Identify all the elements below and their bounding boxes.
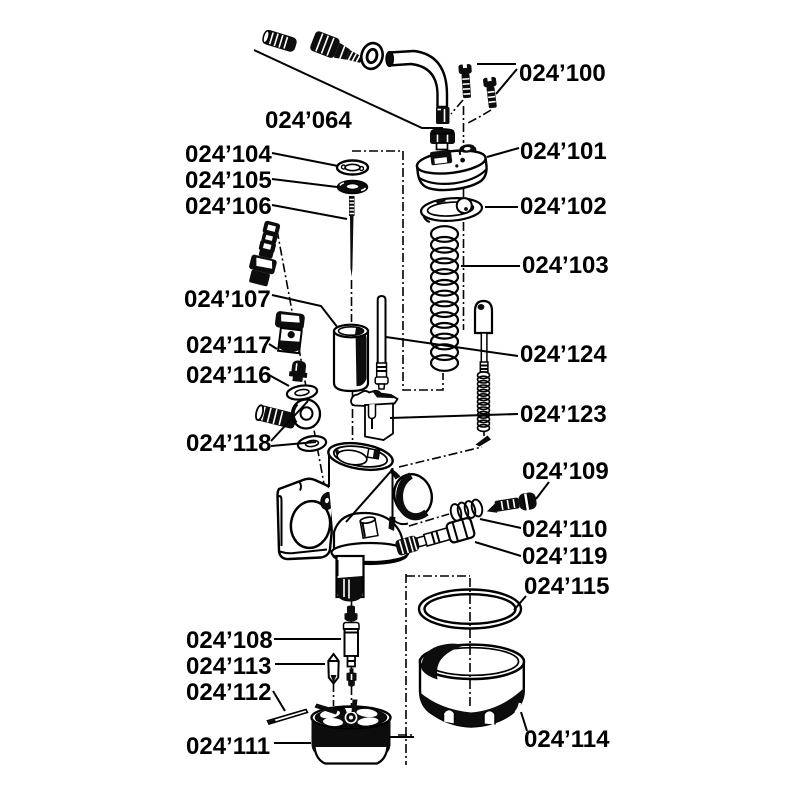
svg-text:024’109: 024’109 (522, 458, 609, 485)
svg-text:024’119: 024’119 (522, 543, 607, 570)
svg-text:024’123: 024’123 (520, 401, 607, 428)
svg-text:024’118: 024’118 (186, 430, 271, 457)
svg-text:024’108: 024’108 (186, 627, 273, 654)
svg-text:024’106: 024’106 (185, 193, 272, 220)
svg-text:024’113: 024’113 (186, 653, 271, 680)
svg-text:024’115: 024’115 (524, 573, 609, 600)
svg-text:024’102: 024’102 (520, 193, 607, 220)
svg-text:024’116: 024’116 (186, 362, 271, 389)
svg-text:024’100: 024’100 (519, 60, 606, 87)
svg-text:024’124: 024’124 (520, 341, 607, 368)
svg-text:024’101: 024’101 (520, 138, 607, 165)
svg-text:024’103: 024’103 (522, 252, 609, 279)
svg-text:024’110: 024’110 (522, 516, 607, 543)
svg-text:024’064: 024’064 (265, 107, 352, 134)
svg-text:024’104: 024’104 (185, 141, 272, 168)
svg-text:024’111: 024’111 (186, 733, 270, 760)
svg-text:024’117: 024’117 (186, 332, 271, 359)
svg-text:024’114: 024’114 (524, 726, 610, 753)
svg-text:024’112: 024’112 (186, 679, 271, 706)
svg-text:024’105: 024’105 (185, 167, 272, 194)
svg-text:024’107: 024’107 (184, 286, 271, 313)
